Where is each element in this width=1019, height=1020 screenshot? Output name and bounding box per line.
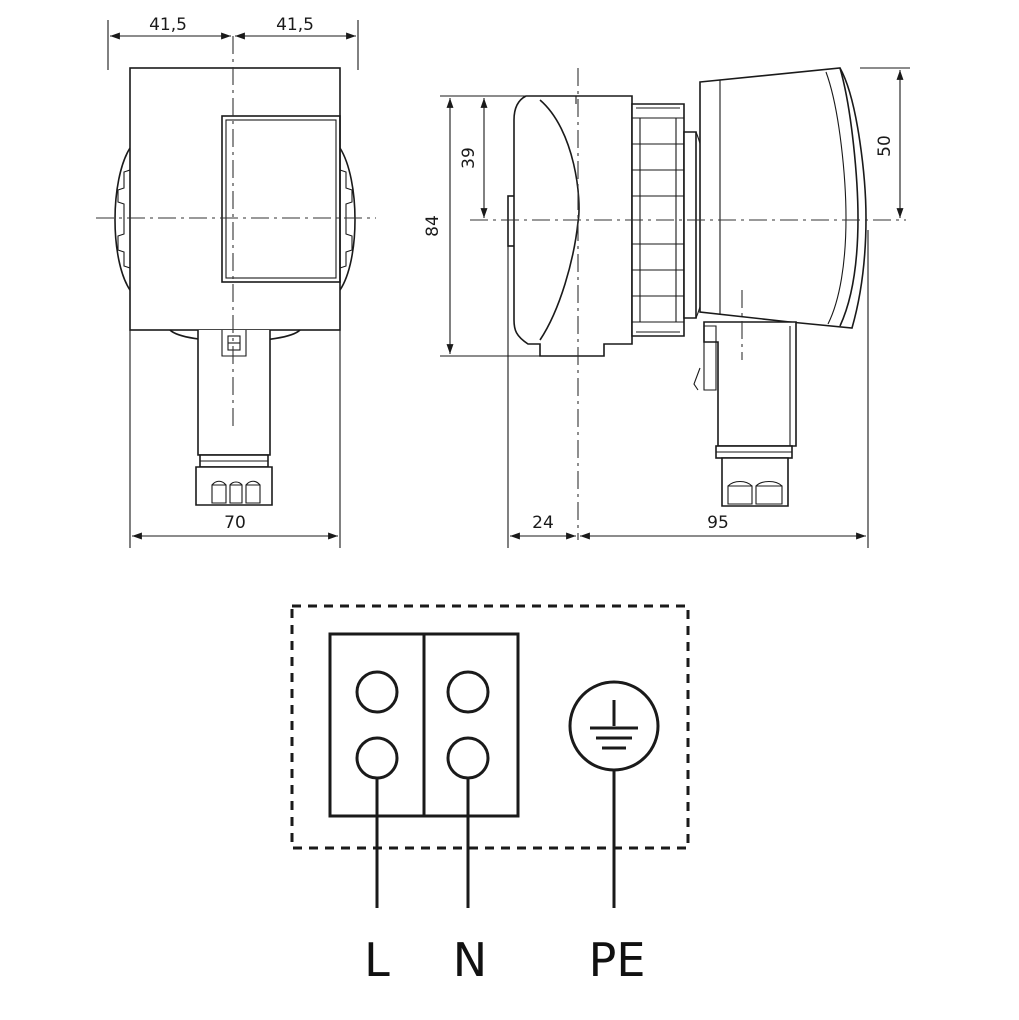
dim-side-height-head: 50 (875, 135, 895, 157)
dim-side-depth-left: 24 (532, 513, 554, 533)
terminal-block-n (422, 632, 520, 818)
dim-side-depth-right: 95 (707, 513, 729, 533)
terminal-label-n: N (453, 933, 487, 987)
dim-front-half-left: 41,5 (149, 15, 187, 35)
front-view (96, 36, 376, 506)
dim-side-height-upper: 39 (459, 147, 479, 169)
dim-front-width: 70 (224, 513, 246, 533)
terminal-label-l: L (364, 933, 390, 987)
dim-side-height-total: 84 (423, 215, 443, 237)
wiring-diagram: L N PE (290, 604, 690, 987)
side-view (470, 67, 906, 540)
terminal-enclosure-dashed (290, 604, 690, 850)
side-dimensions: 84 39 50 24 95 (423, 67, 910, 548)
earth-ground-icon (568, 680, 660, 772)
terminal-label-pe: PE (589, 933, 646, 987)
front-dimensions: 41,5 41,5 70 (107, 15, 359, 548)
dim-front-half-right: 41,5 (276, 15, 314, 35)
